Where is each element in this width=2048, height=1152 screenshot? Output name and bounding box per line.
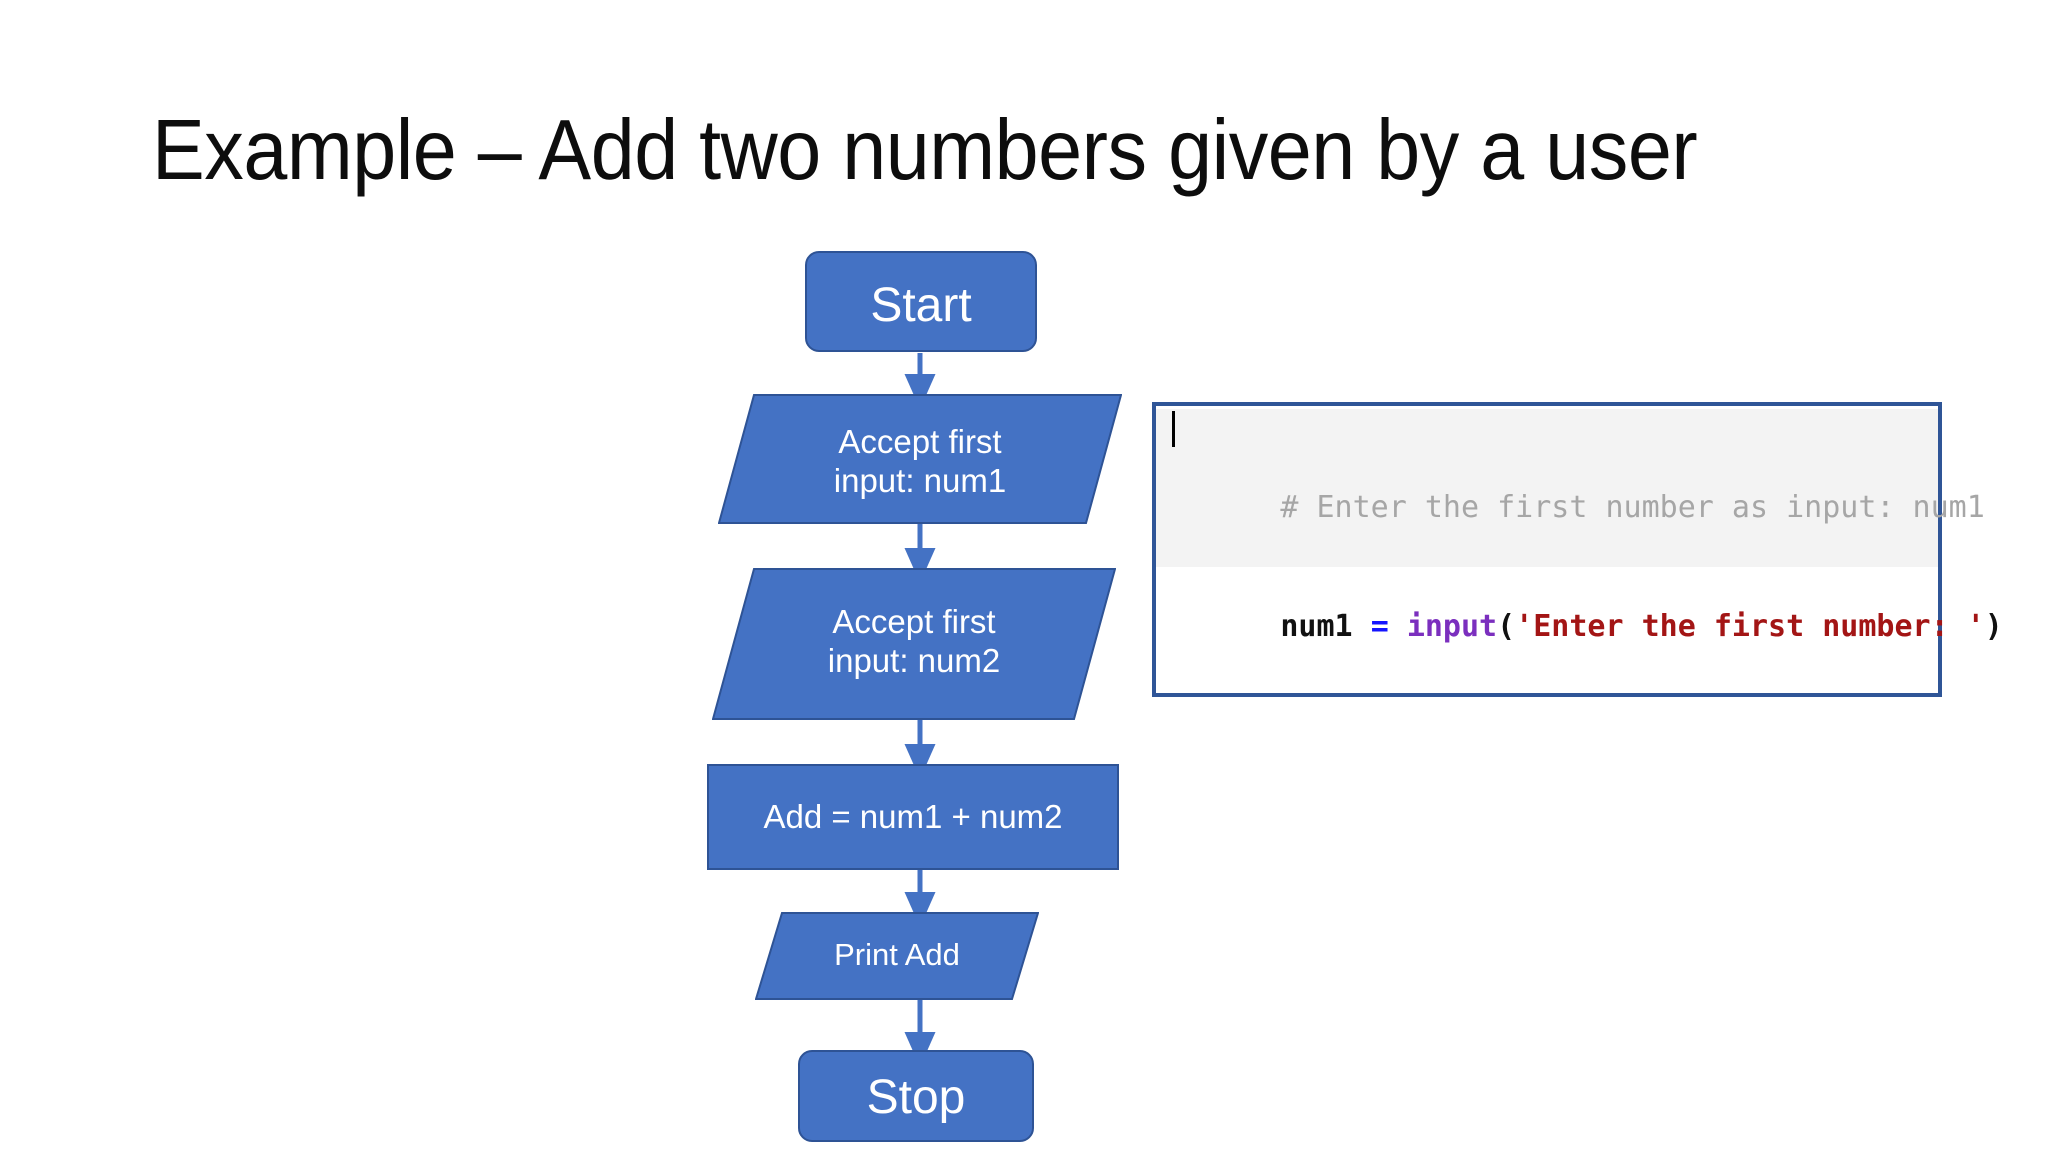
- flowchart-node-add[interactable]: [707, 764, 1119, 870]
- code-token-space-1: [1353, 609, 1371, 644]
- code-token-paren-close: ): [1984, 608, 2003, 644]
- flowchart-node-input-num2[interactable]: [712, 568, 1116, 720]
- flowchart-node-print[interactable]: [755, 912, 1039, 1000]
- text-cursor-caret: [1172, 411, 1175, 447]
- flowchart-node-input-num1[interactable]: [718, 394, 1122, 524]
- flowchart-node-start[interactable]: [805, 251, 1037, 352]
- code-line-assignment[interactable]: num1 = input('Enter the first number: '): [1156, 567, 2002, 686]
- code-token-string: 'Enter the first number: ': [1515, 608, 1985, 644]
- flowchart-node-stop[interactable]: [798, 1050, 1034, 1142]
- code-token-space-2: [1389, 609, 1407, 644]
- code-token-function: input: [1406, 608, 1498, 644]
- code-snippet-panel[interactable]: # Enter the first number as input: num1 …: [1152, 402, 2003, 698]
- code-line-comment[interactable]: # Enter the first number as input: num1: [1156, 409, 1985, 568]
- code-token-operator: =: [1370, 608, 1389, 644]
- code-token-paren-open: (: [1497, 608, 1516, 644]
- code-token-variable: num1: [1280, 608, 1353, 644]
- code-token-comment: # Enter the first number as input: num1: [1280, 490, 1985, 526]
- page-title: Example – Add two numbers given by a use…: [152, 103, 1698, 198]
